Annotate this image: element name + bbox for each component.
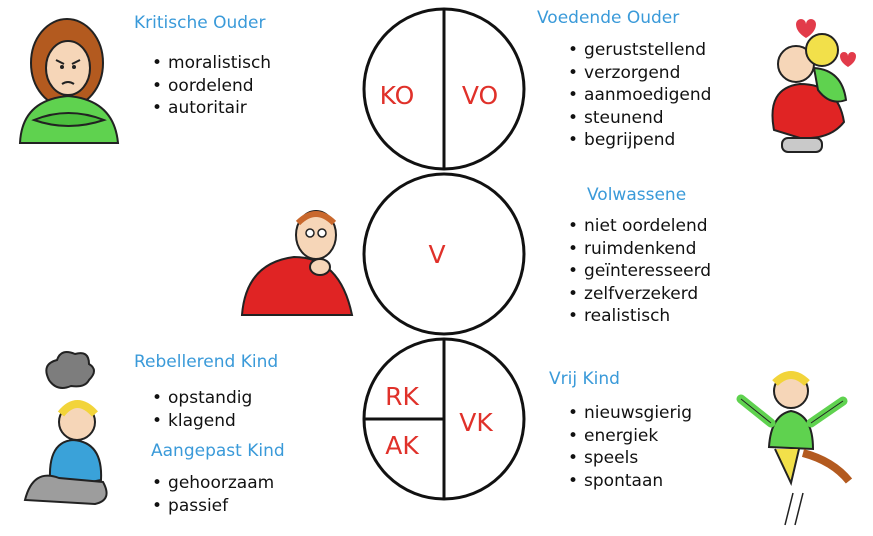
kritische-ouder-heading: Kritische Ouder (134, 13, 266, 33)
aangepast-kind-heading: Aangepast Kind (151, 441, 285, 461)
nurturing-parent-illustration (771, 19, 856, 153)
voedende-ouder-list: geruststellend verzorgend aanmoedigend s… (568, 39, 711, 152)
label-vk: VK (459, 408, 493, 437)
rebellerend-kind-heading: Rebellerend Kind (134, 352, 279, 372)
list-item: passief (152, 495, 274, 518)
list-item: ruimdenkend (568, 238, 711, 261)
list-item: aanmoedigend (568, 84, 711, 107)
list-item: geruststellend (568, 39, 711, 62)
list-item: oordelend (152, 75, 271, 98)
vrij-kind-list: nieuwsgierig energiek speels spontaan (568, 402, 692, 492)
list-item: gehoorzaam (152, 472, 274, 495)
list-item: begrijpend (568, 129, 711, 152)
list-item: zelfverzekerd (568, 283, 711, 306)
vrij-kind-heading: Vrij Kind (549, 369, 620, 389)
adult-illustration (240, 210, 354, 316)
list-item: verzorgend (568, 62, 711, 85)
label-ak: AK (385, 431, 419, 460)
list-item: energiek (568, 425, 692, 448)
list-item: klagend (152, 410, 252, 433)
label-ko: KO (380, 81, 415, 110)
label-rk: RK (385, 382, 419, 411)
critical-parent-illustration (18, 18, 120, 144)
label-vo: VO (462, 81, 498, 110)
child-circle: RK AK VK (362, 337, 526, 501)
list-item: steunend (568, 107, 711, 130)
volwassene-heading: Volwassene (587, 185, 687, 205)
label-v: V (428, 240, 445, 269)
list-item: moralistisch (152, 52, 271, 75)
list-item: geïnteresseerd (568, 260, 711, 283)
rebellious-child-illustration (23, 351, 108, 506)
list-item: nieuwsgierig (568, 402, 692, 425)
list-item: niet oordelend (568, 215, 711, 238)
parent-circle: KO VO (362, 7, 526, 171)
aangepast-kind-list: gehoorzaam passief (152, 472, 274, 517)
list-item: speels (568, 447, 692, 470)
list-item: opstandig (152, 387, 252, 410)
voedende-ouder-heading: Voedende Ouder (537, 8, 680, 28)
list-item: autoritair (152, 97, 271, 120)
list-item: spontaan (568, 470, 692, 493)
list-item: realistisch (568, 305, 711, 328)
kritische-ouder-list: moralistisch oordelend autoritair (152, 52, 271, 120)
free-child-illustration (736, 371, 853, 526)
rebellerend-kind-list: opstandig klagend (152, 387, 252, 432)
adult-circle: V (362, 172, 526, 336)
volwassene-list: niet oordelend ruimdenkend geïnteresseer… (568, 215, 711, 328)
